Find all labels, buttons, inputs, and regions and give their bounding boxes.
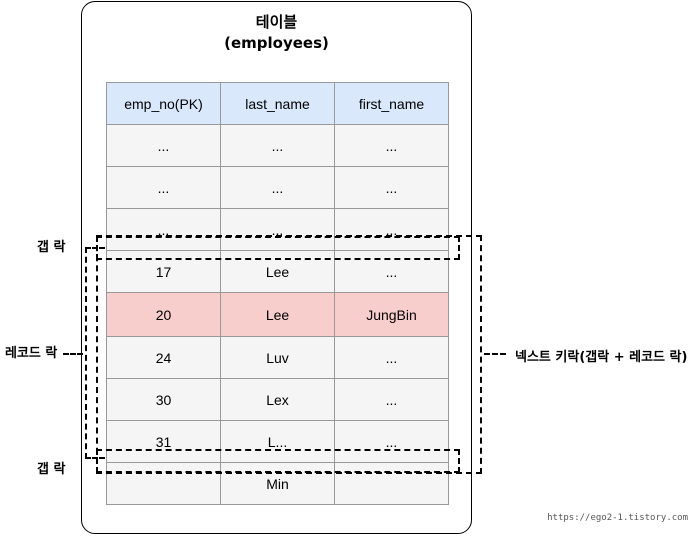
- next-key-lock-label: 넥스트 키락(갭락 + 레코드 락): [515, 350, 688, 365]
- source-url: https://ego2-1.tistory.com: [547, 513, 688, 523]
- record-lock-label: 레코드 락: [5, 346, 58, 361]
- table-cell: ...: [106, 208, 221, 251]
- table-cell: 24: [106, 336, 221, 379]
- table-cell: 17: [106, 250, 221, 293]
- employees-table: emp_no(PK) last_name first_name ... ... …: [106, 82, 449, 505]
- title-line-1: 테이블: [255, 13, 298, 31]
- next-key-lock-connector: [484, 353, 506, 355]
- record-lock-box: [85, 247, 105, 459]
- table-cell: ...: [106, 124, 221, 167]
- table-row: ... ... ...: [106, 166, 449, 209]
- table-cell: 30: [106, 378, 221, 421]
- table-row: ... ... ...: [106, 124, 449, 167]
- table-cell: [334, 462, 449, 505]
- table-cell: 20: [106, 292, 221, 337]
- next-key-lock-box: [96, 235, 482, 474]
- table-cell: ...: [334, 420, 449, 463]
- table-cell: ...: [334, 250, 449, 293]
- table-header-row: emp_no(PK) last_name first_name: [106, 82, 449, 125]
- table-row-highlighted: 20 Lee JungBin: [106, 292, 449, 337]
- header-cell: first_name: [334, 82, 449, 125]
- table-cell: ...: [106, 166, 221, 209]
- table-cell: Lex: [220, 378, 335, 421]
- table-cell: [106, 462, 221, 505]
- gap-lock-label-bottom: 갭 락: [37, 462, 66, 477]
- table-cell: ...: [334, 378, 449, 421]
- table-cell: Lee: [220, 250, 335, 293]
- table-cell: ...: [334, 124, 449, 167]
- table-row: 31 L... ...: [106, 420, 449, 463]
- table-cell: 31: [106, 420, 221, 463]
- table-cell: Luv: [220, 336, 335, 379]
- table-cell: ...: [220, 166, 335, 209]
- header-cell: emp_no(PK): [106, 82, 221, 125]
- table-row: 24 Luv ...: [106, 336, 449, 379]
- gap-lock-label-top: 갭 락: [37, 240, 66, 255]
- header-cell: last_name: [220, 82, 335, 125]
- table-row: Min: [106, 462, 449, 505]
- table-row: ... ... ...: [106, 208, 449, 251]
- table-cell: ...: [334, 336, 449, 379]
- record-lock-connector: [63, 353, 83, 355]
- diagram-title: 테이블 (employees): [81, 12, 472, 54]
- table-cell: ...: [334, 166, 449, 209]
- table-cell: L...: [220, 420, 335, 463]
- table-cell: ...: [220, 124, 335, 167]
- table-row: 17 Lee ...: [106, 250, 449, 293]
- table-cell: Min: [220, 462, 335, 505]
- table-cell: ...: [334, 208, 449, 251]
- title-line-2: (employees): [224, 34, 329, 52]
- table-row: 30 Lex ...: [106, 378, 449, 421]
